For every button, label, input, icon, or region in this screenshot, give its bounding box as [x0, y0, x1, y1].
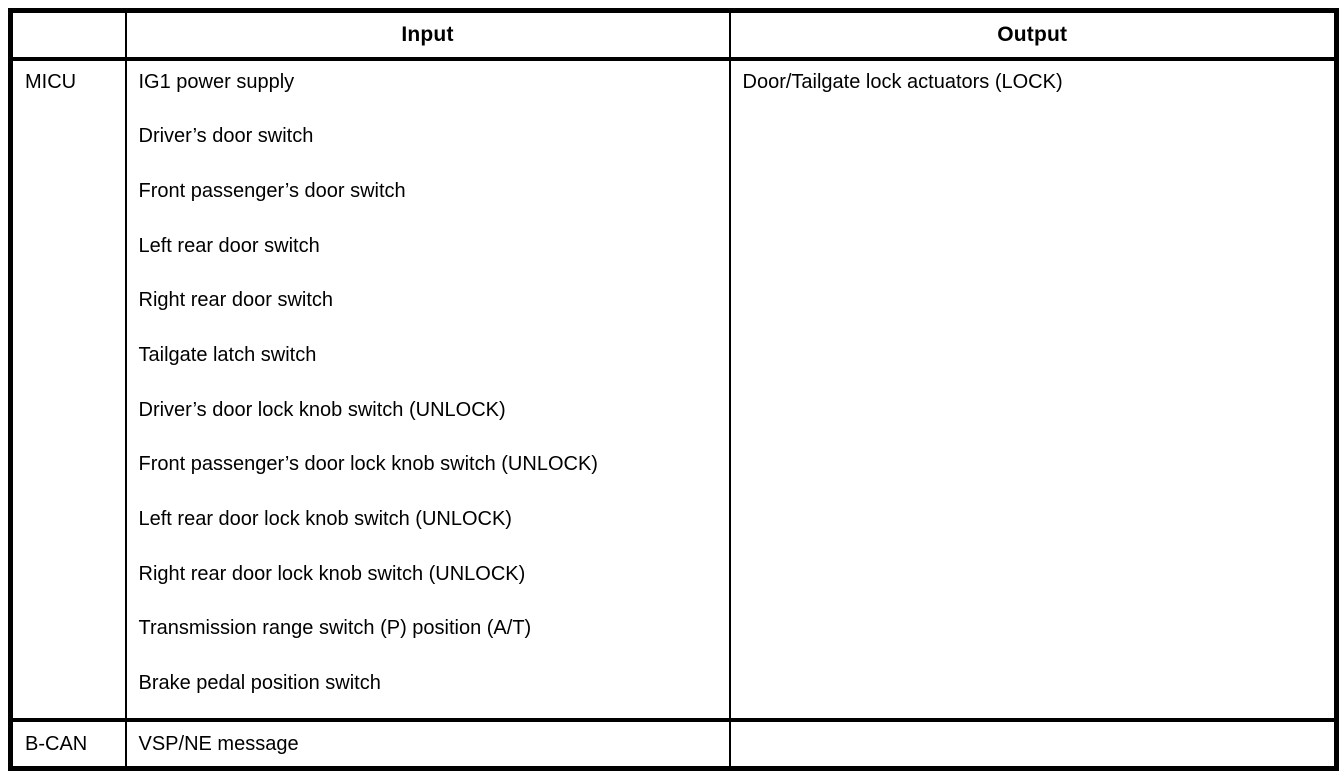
source-cell-micu: MICU — [9, 58, 127, 722]
input-item: Driver’s door switch — [138, 125, 314, 148]
input-item: VSP/NE message — [138, 732, 299, 755]
input-item: Right rear door lock knob switch (UNLOCK… — [138, 562, 526, 585]
input-output-table: Input Output MICU IG1 power supply Drive… — [8, 8, 1339, 771]
inputs-cell-micu: IG1 power supply Driver’s door switch Fr… — [124, 58, 731, 722]
input-item: Driver’s door lock knob switch (UNLOCK) — [138, 398, 506, 421]
input-item: Tailgate latch switch — [138, 343, 317, 366]
input-item: Transmission range switch (P) position (… — [138, 617, 532, 640]
header-cell-input: Input — [124, 10, 731, 61]
header-cell-source — [9, 10, 127, 61]
header-row: Input Output — [9, 10, 1338, 61]
header-cell-output: Output — [728, 10, 1338, 61]
table-row-micu: MICU IG1 power supply Driver’s door swit… — [9, 58, 1338, 722]
input-item: IG1 power supply — [138, 70, 295, 93]
outputs-cell-bcan — [728, 719, 1338, 769]
input-item: Front passenger’s door switch — [138, 179, 406, 202]
outputs-cell-micu: Door/Tailgate lock actuators (LOCK) — [728, 58, 1338, 722]
input-item: Brake pedal position switch — [138, 672, 381, 695]
input-item: Left rear door lock knob switch (UNLOCK) — [138, 508, 512, 530]
input-item: Right rear door switch — [138, 289, 334, 312]
input-item: Left rear door switch — [138, 234, 320, 257]
source-label: B-CAN — [25, 732, 88, 755]
table-row-bcan: B-CAN VSP/NE message — [9, 719, 1338, 769]
input-item: Front passenger’s door lock knob switch … — [138, 453, 598, 476]
inputs-cell-bcan: VSP/NE message — [124, 719, 731, 769]
output-item: Door/Tailgate lock actuators (LOCK) — [742, 70, 1063, 93]
source-label: MICU — [25, 70, 77, 93]
source-cell-bcan: B-CAN — [9, 719, 127, 769]
